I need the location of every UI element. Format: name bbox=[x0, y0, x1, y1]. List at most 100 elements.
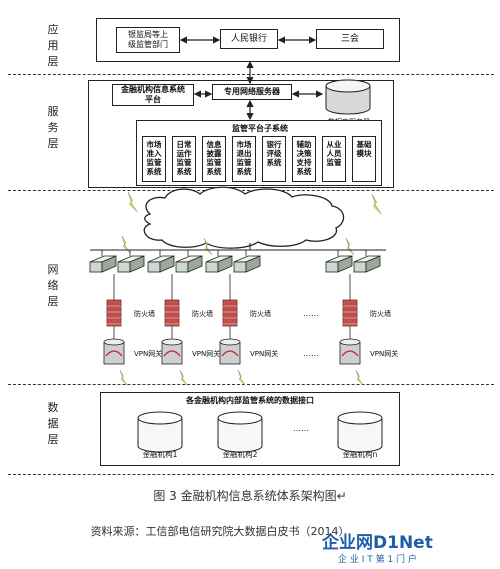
vpn-gateway-icon bbox=[341, 350, 359, 357]
subsystem-module: 日常 运作 监管 系统 bbox=[172, 136, 196, 182]
router-icon bbox=[159, 255, 175, 273]
vpn-gateway-label: VPN网关 bbox=[134, 350, 163, 358]
lightning-icon bbox=[127, 191, 138, 213]
central-bank-node: 人民银行 bbox=[220, 29, 278, 49]
firewall-icon bbox=[164, 299, 180, 327]
lightning-icon bbox=[237, 369, 246, 386]
watermark-tagline: 企 业 I T 第 1 门 户 bbox=[338, 555, 417, 565]
source-caption: 资料来源：工信部电信研究院大数据白皮书（2014） bbox=[90, 525, 350, 538]
router-icon bbox=[337, 255, 353, 273]
router-icon bbox=[325, 255, 353, 263]
subsystem-module: 从业 人员 监管 bbox=[322, 136, 346, 182]
figure-caption: 图 3 金融机构信息系统体系架构图↵ bbox=[153, 489, 347, 503]
database-label: DB bbox=[234, 433, 246, 442]
subsystem-module-label: 银行 评级 系统 bbox=[266, 140, 282, 167]
layer-label-application: 应 用 层 bbox=[47, 23, 59, 68]
vpn-gateway-icon bbox=[219, 338, 241, 346]
firewall-label: 防火墙 bbox=[250, 310, 271, 318]
vpn-gateway-icon bbox=[219, 341, 241, 365]
network-cloud-label: 金融机构专用网络 bbox=[201, 205, 298, 219]
router-icon bbox=[217, 255, 233, 273]
router-icon bbox=[175, 261, 189, 273]
router-icon bbox=[147, 261, 161, 273]
institution-label: 金融机构1 bbox=[142, 450, 178, 459]
central-bank-label: 人民银行 bbox=[230, 34, 267, 44]
vpn-gateway-icon bbox=[161, 338, 183, 346]
subsystem-module: 市场 准入 监管 系统 bbox=[142, 136, 166, 182]
regulator-node: 银监局等上 级监管部门 bbox=[116, 27, 180, 53]
router-icon bbox=[117, 261, 131, 273]
watermark-logo: 企业网D1Net bbox=[322, 533, 433, 553]
firewall-icon bbox=[222, 299, 238, 327]
firewall-label: 防火墙 bbox=[134, 310, 155, 318]
layer-divider bbox=[8, 474, 494, 475]
dedicated-server-label: 专用网络服务器 bbox=[224, 87, 280, 96]
firewall-label: 防火墙 bbox=[192, 310, 213, 318]
subsystem-module: 信息 披露 监管 系统 bbox=[202, 136, 226, 182]
router-icon bbox=[233, 255, 261, 263]
router-icon bbox=[325, 261, 339, 273]
router-icon bbox=[233, 261, 247, 273]
vpn-gateway-icon bbox=[221, 350, 239, 357]
lightning-icon bbox=[371, 193, 382, 215]
router-icon bbox=[205, 261, 219, 273]
subsystem-module-label: 辅助 决策 支持 系统 bbox=[296, 140, 312, 176]
router-icon bbox=[89, 261, 103, 273]
data-interface-title: 各金融机构内部监管系统的数据接口 bbox=[186, 396, 314, 405]
subsystem-module-label: 信息 披露 监管 系统 bbox=[206, 140, 222, 176]
lightning-icon bbox=[345, 237, 355, 256]
lightning-icon bbox=[179, 369, 188, 386]
vpn-gateway-label: VPN网关 bbox=[250, 350, 279, 358]
vpn-gateway-icon bbox=[105, 350, 123, 357]
vpn-gateway-icon bbox=[161, 341, 183, 365]
firewall-icon bbox=[106, 299, 122, 327]
vpn-gateway-icon bbox=[103, 338, 125, 346]
router-icon bbox=[353, 255, 381, 263]
database-label: DB bbox=[354, 433, 366, 442]
vpn-gateway-icon bbox=[163, 350, 181, 357]
lightning-icon bbox=[203, 237, 213, 256]
layer-divider bbox=[8, 384, 494, 385]
vpn-gateway-icon bbox=[339, 341, 361, 365]
layer-label-service: 服 务 层 bbox=[47, 105, 59, 150]
layer-label-data: 数 据 层 bbox=[47, 401, 59, 446]
subsystem-module-label: 日常 运作 监管 系统 bbox=[176, 140, 192, 176]
router-icon bbox=[89, 255, 117, 263]
data-ellipsis: …… bbox=[293, 424, 309, 433]
router-icon bbox=[245, 255, 261, 273]
router-icon bbox=[147, 255, 175, 263]
firewall-icon bbox=[342, 299, 358, 327]
vpn-gateway-icon bbox=[103, 341, 125, 365]
subsystem-module-label: 市场 准入 监管 系统 bbox=[146, 140, 162, 176]
vpn-gateway-label: VPN网关 bbox=[370, 350, 399, 358]
institution-label: 金融机构2 bbox=[222, 450, 258, 459]
lightning-icon bbox=[119, 369, 128, 386]
regulator-label: 银监局等上 级监管部门 bbox=[128, 30, 168, 49]
subsystem-module-label: 市场 退出 监管 系统 bbox=[236, 140, 252, 176]
router-icon bbox=[205, 255, 233, 263]
lightning-icon bbox=[355, 369, 364, 386]
router-icon bbox=[365, 255, 381, 273]
lightning-icon bbox=[121, 235, 131, 254]
subsystem-module: 辅助 决策 支持 系统 bbox=[292, 136, 316, 182]
subsystem-module-label: 基础 模块 bbox=[356, 140, 372, 158]
three-commissions-label: 三会 bbox=[340, 34, 359, 44]
router-icon bbox=[117, 255, 145, 263]
network-ellipsis: …… bbox=[303, 309, 319, 318]
router-icon bbox=[129, 255, 145, 273]
info-platform-node: 金融机构信息系统 平台 bbox=[112, 84, 194, 106]
vpn-gateway-icon bbox=[339, 338, 361, 346]
subsystem-module: 市场 退出 监管 系统 bbox=[232, 136, 256, 182]
subsystem-module-label: 从业 人员 监管 bbox=[326, 140, 342, 167]
vpn-gateway-label: VPN网关 bbox=[192, 350, 221, 358]
subsystem-title: 监管平台子系统 bbox=[232, 124, 288, 133]
router-icon bbox=[187, 255, 203, 273]
network-ellipsis: …… bbox=[303, 349, 319, 358]
dedicated-server-node: 专用网络服务器 bbox=[212, 84, 292, 100]
three-commissions-node: 三会 bbox=[316, 29, 384, 49]
database-label: DB bbox=[154, 433, 166, 442]
router-icon bbox=[353, 261, 367, 273]
institution-label: 金融机构n bbox=[342, 450, 378, 459]
router-icon bbox=[175, 255, 203, 263]
layer-label-network: 网 络 层 bbox=[47, 263, 59, 308]
